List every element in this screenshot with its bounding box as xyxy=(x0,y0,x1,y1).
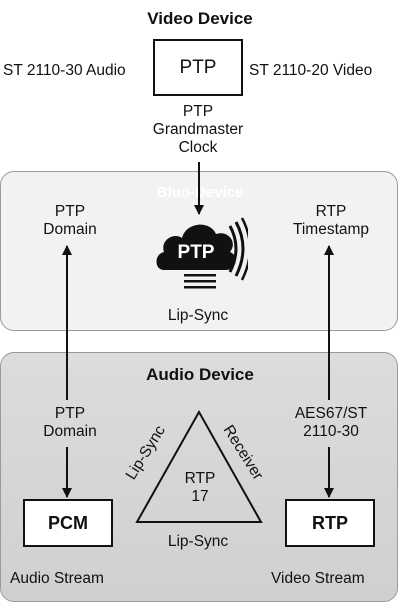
ptp-source-label: PTP xyxy=(179,56,217,78)
audio-device-title: Audio Device xyxy=(146,365,254,384)
clock-label-line-3: Clock xyxy=(178,139,218,156)
rtp-timestamp-line-1: RTP xyxy=(315,203,347,220)
pcm-box: PCM xyxy=(23,499,113,547)
grandmaster-clock-label: PTP Grandmaster Clock xyxy=(140,103,256,157)
ptp-domain-bottom-line-1: PTP xyxy=(54,405,86,422)
ptp-cloud-icon: PTP xyxy=(156,217,252,289)
st-2110-30-audio-label: ST 2110-30 Audio xyxy=(3,62,126,79)
aes67-label: AES67/ST 2110-30 xyxy=(276,405,386,441)
pcm-label: PCM xyxy=(48,513,88,533)
ptp-logo-text: PTP xyxy=(178,242,215,263)
audio-stream-label: Audio Stream xyxy=(10,570,104,587)
rtp-timestamp-line-2: Timestamp xyxy=(292,221,370,238)
aes67-line-2: 2110-30 xyxy=(303,423,359,440)
ptp-domain-top-line-2: Domain xyxy=(43,221,97,238)
ptp-cloud-logo: PTP xyxy=(152,212,252,294)
ptp-domain-label-bottom: PTP Domain xyxy=(20,405,120,441)
rtp-label: RTP xyxy=(312,513,348,533)
ptp-domain-bottom-line-2: Domain xyxy=(43,423,97,440)
rtp-box: RTP xyxy=(285,499,375,547)
lip-sync-label-bottom: Lip-Sync xyxy=(167,533,229,550)
triangle-rtp-label: RTP xyxy=(184,470,216,487)
video-stream-label: Video Stream xyxy=(271,570,365,587)
rtp-timestamp-label: RTP Timestamp xyxy=(276,203,386,239)
st-2110-20-video-label: ST 2110-20 Video xyxy=(249,62,373,79)
lip-sync-label-top: Lip-Sync xyxy=(167,307,229,324)
clock-label-line-2: Grandmaster xyxy=(152,121,244,138)
video-device-title: Video Device xyxy=(147,9,253,28)
aes67-line-1: AES67/ST xyxy=(294,405,368,422)
triangle-17-label: 17 xyxy=(191,488,209,505)
triangle-center-label: RTP 17 xyxy=(165,470,235,506)
lip-sync-triangle xyxy=(135,409,263,523)
ptp-domain-top-line-1: PTP xyxy=(54,203,86,220)
ptp-source-box: PTP xyxy=(153,39,243,96)
ptp-domain-label-top: PTP Domain xyxy=(20,203,120,239)
clock-label-line-1: PTP xyxy=(182,103,214,120)
